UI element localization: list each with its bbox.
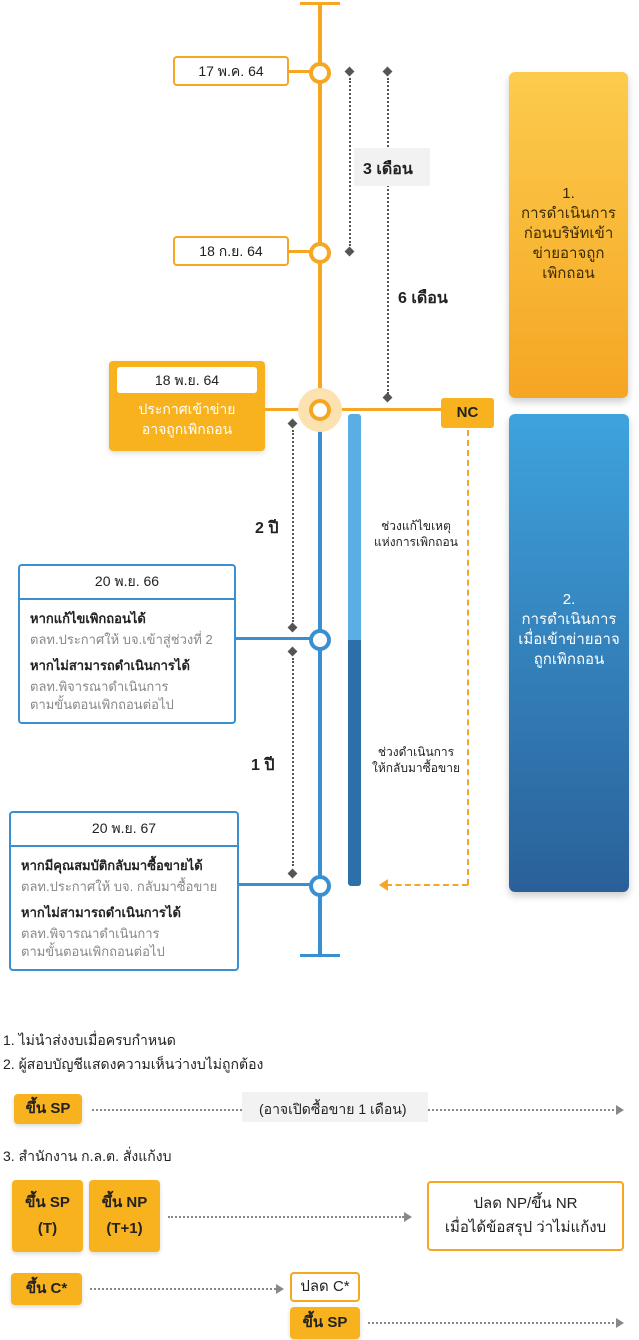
one-year-label: 1 ปี (251, 757, 275, 774)
release-c-text: ปลด C* (300, 1278, 350, 1295)
card-2-line3: หากไม่สามารถดำเนินการได้ (21, 905, 181, 920)
nc-arrow-head (379, 879, 388, 891)
date-box-1: 17 พ.ค. 64 (173, 56, 289, 86)
date-1-text: 17 พ.ค. 64 (198, 63, 264, 79)
release-np-box: ปลด NP/ขึ้น NR เมื่อได้ข้อสรุป ว่าไม่แก้… (427, 1181, 624, 1251)
c-line (90, 1288, 276, 1290)
sp-t-text: ขึ้น SP (T) (25, 1194, 70, 1237)
timeline-bottom-cap (300, 954, 340, 957)
card-1-date: 20 พ.ย. 66 (20, 566, 234, 600)
open-note: (อาจเปิดซื้อขาย 1 เดือน) (259, 1101, 407, 1117)
sp-badge-1: ขึ้น SP (14, 1094, 82, 1124)
card-2-line1: หากมีคุณสมบัติกลับมาซื้อขายได้ (21, 858, 203, 873)
sp-arrow-1 (616, 1105, 624, 1115)
nc-connector (342, 408, 442, 411)
nc-text: NC (456, 404, 479, 421)
timeline-node-4 (309, 629, 331, 651)
card-1-line3: หากไม่สามารถดำเนินการได้ (30, 658, 190, 673)
six-month-label: 6 เดือน (398, 290, 448, 307)
nc-dashed-down (467, 430, 469, 885)
measure-6m-line (387, 78, 389, 394)
three-month-label-bg (354, 148, 430, 186)
period-bar-top (348, 414, 361, 640)
timeline-node-5 (309, 875, 331, 897)
stage-1-text: 1. การดำเนินการ ก่อนบริษัทเข้า ข่ายอาจถู… (521, 185, 616, 282)
date-1-connector (289, 70, 314, 73)
measure-3m-bottom (344, 246, 355, 257)
sp-badge-2: ขึ้น SP (290, 1307, 360, 1339)
c-badge-text: ขึ้น C* (25, 1280, 68, 1297)
legend-item-3: 3. สำนักงาน ก.ล.ต. สั่งแก้งบ (3, 1148, 172, 1164)
sp-t-badge: ขึ้น SP (T) (12, 1180, 83, 1252)
measure-1y-line (292, 658, 294, 866)
sp-arrow-2 (616, 1318, 624, 1328)
nc-dashed-left (386, 884, 468, 886)
np-t1-text: ขึ้น NP (T+1) (101, 1194, 148, 1237)
announcement-caption: ประกาศเข้าข่าย อาจถูกเพิกถอน (138, 401, 236, 437)
nc-badge: NC (441, 398, 494, 428)
measure-1y-bottom (287, 868, 298, 879)
announcement-box: 18 พ.ย. 64 ประกาศเข้าข่าย อาจถูกเพิกถอน (109, 361, 265, 451)
timeline-orange-segment (318, 2, 322, 410)
open-note-bg (242, 1092, 428, 1122)
sp-line-1a (92, 1109, 242, 1111)
timeline-node-2 (309, 242, 331, 264)
card-2-line4: ตลท.พิจารณาดำเนินการ (21, 926, 160, 941)
stage-1-box: 1. การดำเนินการ ก่อนบริษัทเข้า ข่ายอาจถู… (509, 72, 628, 398)
announcement-date: 18 พ.ย. 64 (117, 367, 257, 393)
measure-3m-line (349, 78, 351, 246)
card-2-line5: ตามขั้นตอนเพิกถอนต่อไป (21, 944, 165, 959)
sp-line-1b (428, 1109, 618, 1111)
measure-6m-bottom (382, 392, 393, 403)
np-t1-badge: ขึ้น NP (T+1) (89, 1180, 160, 1252)
measure-6m-top (382, 66, 393, 77)
card-2-connector (239, 883, 310, 886)
milestone-card-1: 20 พ.ย. 66 หากแก้ไขเพิกถอนได้ ตลท.ประกาศ… (18, 564, 236, 724)
card-1-line5: ตามขั้นตอนเพิกถอนต่อไป (30, 697, 174, 712)
release-np-text: ปลด NP/ขึ้น NR เมื่อได้ข้อสรุป ว่าไม่แก้… (444, 1195, 607, 1236)
date-2-connector (289, 250, 314, 253)
legend-item-2: 2. ผู้สอบบัญชีแสดงความเห็นว่างบไม่ถูกต้อ… (3, 1056, 264, 1072)
card-2-date: 20 พ.ย. 67 (11, 813, 237, 847)
stage-2-text: 2. การดำเนินการ เมื่อเข้าข่ายอาจ ถูกเพิก… (518, 591, 620, 668)
date-2-text: 18 ก.ย. 64 (199, 243, 263, 259)
measure-1y-top (287, 646, 298, 657)
period-label-bottom: ช่วงดำเนินการ ให้กลับมาซื้อขาย (372, 745, 460, 775)
timeline-node-3 (309, 399, 331, 421)
c-badge: ขึ้น C* (11, 1273, 82, 1305)
milestone-card-2: 20 พ.ย. 67 หากมีคุณสมบัติกลับมาซื้อขายได… (9, 811, 239, 971)
np-line (168, 1216, 404, 1218)
sp-badge-2-text: ขึ้น SP (302, 1314, 348, 1331)
card-2-line2: ตลท.ประกาศให้ บจ. กลับมาซื้อขาย (21, 879, 218, 894)
measure-2y-line (292, 430, 294, 622)
legend-item-1: 1. ไม่นำส่งงบเมื่อครบกำหนด (3, 1032, 176, 1048)
date-3-connector (265, 408, 310, 411)
measure-2y-bottom (287, 622, 298, 633)
timeline-node-1 (309, 62, 331, 84)
sp-line-2 (368, 1322, 618, 1324)
card-1-line4: ตลท.พิจารณาดำเนินการ (30, 679, 169, 694)
period-bar-bottom (348, 640, 361, 886)
date-box-2: 18 ก.ย. 64 (173, 236, 289, 266)
card-1-connector (236, 637, 310, 640)
sp-badge-1-text: ขึ้น SP (25, 1100, 71, 1117)
card-1-line2: ตลท.ประกาศให้ บจ.เข้าสู่ช่วงที่ 2 (30, 632, 213, 647)
card-1-line1: หากแก้ไขเพิกถอนได้ (30, 611, 146, 626)
three-month-label: 3 เดือน (363, 161, 413, 178)
measure-3m-top (344, 66, 355, 77)
period-label-top: ช่วงแก้ไขเหตุ แห่งการเพิกถอน (374, 519, 458, 549)
date-3-text: 18 พ.ย. 64 (154, 372, 220, 388)
measure-2y-top (287, 418, 298, 429)
stage-2-box: 2. การดำเนินการ เมื่อเข้าข่ายอาจ ถูกเพิก… (509, 414, 629, 892)
np-arrow (404, 1212, 412, 1222)
c-arrow (276, 1284, 284, 1294)
timeline-blue-segment (318, 410, 322, 955)
two-year-label: 2 ปี (255, 520, 279, 537)
release-c-box: ปลด C* (290, 1272, 360, 1302)
